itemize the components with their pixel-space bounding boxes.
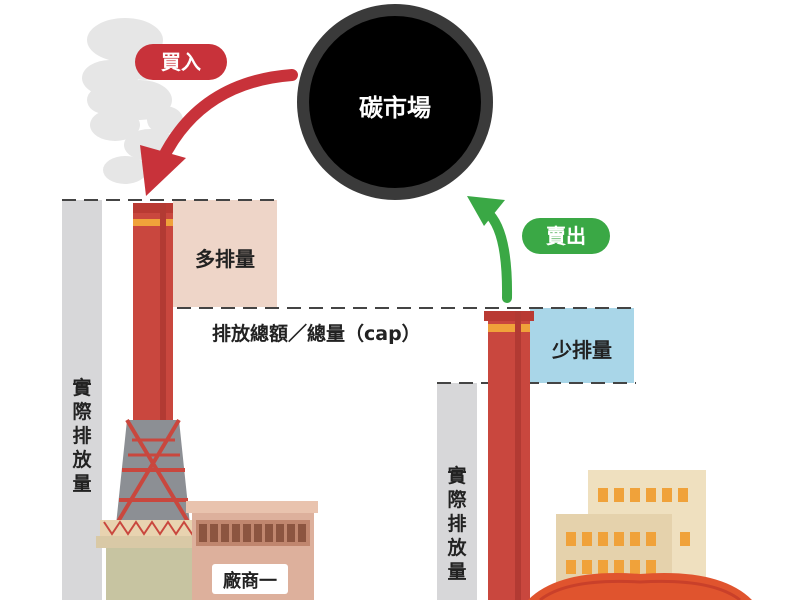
actual-left-char: 放 [69,448,95,472]
factory-1-label: 廠商一 [212,567,288,593]
actual-right-char: 量 [444,560,470,584]
actual-left-char: 排 [69,424,95,448]
excess-emissions-label: 多排量 [173,243,277,272]
actual-left-char: 際 [69,400,95,424]
actual-right-char: 實 [444,464,470,488]
actual-right-char: 際 [444,488,470,512]
actual-left-char: 實 [69,376,95,400]
chimney-right [484,311,534,600]
actual-left-char: 量 [69,472,95,496]
buy-arrowhead [140,145,186,196]
buy-badge: 買入 [135,44,227,80]
actual-right-char: 放 [444,536,470,560]
deficit-emissions-label: 少排量 [530,334,634,363]
sell-badge: 賣出 [522,218,610,254]
actual-emissions-label-left: 實 際 排 放 量 [69,376,95,496]
sell-arrow [487,212,507,298]
cap-label: 排放總額／總量（cap） [212,319,462,346]
market-label: 碳市場 [345,88,445,123]
chimney-left [133,203,173,443]
actual-emissions-label-right: 實 際 排 放 量 [444,464,470,584]
factory-2-building [528,470,752,600]
actual-right-char: 排 [444,512,470,536]
